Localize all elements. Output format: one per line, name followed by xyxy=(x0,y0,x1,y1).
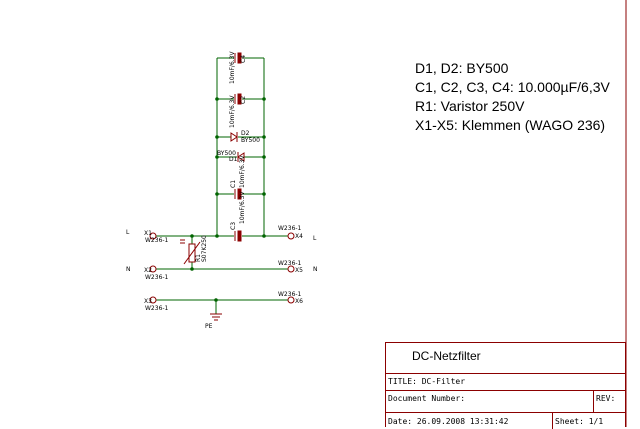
docnum-label: Document Number: xyxy=(388,394,466,403)
x2-name-label: X2 xyxy=(144,267,152,274)
note-terminals: X1-X5: Klemmen (WAGO 236) xyxy=(415,117,606,133)
c4-value-label: 10mF/6.3V xyxy=(229,51,236,84)
terminal-x5[interactable] xyxy=(287,265,295,273)
date-label: Date: 26.09.2008 13:31:42 xyxy=(388,417,509,426)
c1-name-label: C1 xyxy=(230,180,237,188)
r1-value-label: S07K250 xyxy=(201,235,208,262)
net-left-l: L xyxy=(126,229,130,236)
d1-name-label: D1 xyxy=(229,156,238,163)
docnum-row: Document Number: REV: xyxy=(386,390,625,413)
r1-name-label: R1 xyxy=(195,254,202,262)
net-left-n: N xyxy=(126,266,131,273)
x3-name-label: X3 xyxy=(144,298,152,305)
rev-label: REV: xyxy=(596,394,616,403)
d2-value-label: BY500 xyxy=(241,137,260,144)
pe-label: PE xyxy=(205,323,213,330)
terminal-x2[interactable] xyxy=(149,265,157,273)
ground-symbol-pe xyxy=(210,313,222,321)
d2-name-label: D2 xyxy=(241,130,250,137)
x1-type-label: W236-1 xyxy=(145,237,169,244)
title-row: TITLE: DC-Filter xyxy=(386,373,625,391)
junctions xyxy=(190,97,266,302)
varistor-r1[interactable] xyxy=(180,239,201,265)
wires xyxy=(156,57,288,314)
terminal-x4[interactable] xyxy=(287,232,295,240)
date-row: Date: 26.09.2008 13:31:42 Sheet: 1/1 xyxy=(386,412,625,429)
net-right-l: L xyxy=(313,235,317,242)
x1-name-label: X1 xyxy=(144,230,152,237)
drawing-title: DC-Netzfilter xyxy=(412,349,481,363)
d1-value-label: BY500 xyxy=(217,150,236,157)
c2-name-label: C2 xyxy=(240,96,247,104)
x2-type-label: W236-1 xyxy=(145,274,169,281)
c2-value-label: 10mF/6.3V xyxy=(229,95,236,128)
c3-name-label: C3 xyxy=(230,222,237,230)
c1-value-label: 10mF/6.3V xyxy=(239,155,246,188)
diode-d2[interactable] xyxy=(230,132,238,142)
c3-value-label: 10mF/6.3V xyxy=(239,191,246,224)
note-varistor: R1: Varistor 250V xyxy=(415,98,525,114)
x5-type-label: W236-1 xyxy=(278,260,302,267)
note-capacitors: C1, C2, C3, C4: 10.000µF/6,3V xyxy=(415,79,610,95)
x3-type-label: W236-1 xyxy=(145,305,169,312)
x5-name-label: X5 xyxy=(295,267,303,274)
title-block: DC-Netzfilter TITLE: DC-Filter Document … xyxy=(385,342,626,429)
sheet-label: Sheet: 1/1 xyxy=(555,417,604,426)
net-right-n: N xyxy=(313,266,318,273)
terminal-x1[interactable] xyxy=(149,232,157,240)
capacitor-c1[interactable] xyxy=(234,188,242,200)
x6-name-label: X6 xyxy=(295,298,303,305)
capacitor-c3[interactable] xyxy=(234,230,242,242)
note-diodes: D1, D2: BY500 xyxy=(415,60,509,76)
parts-notes: D1, D2: BY500 C1, C2, C3, C4: 10.000µF/6… xyxy=(415,59,610,135)
capacitor-c2[interactable] xyxy=(234,93,242,105)
diode-d1[interactable] xyxy=(237,152,245,162)
terminal-x6[interactable] xyxy=(287,296,295,304)
capacitor-c4[interactable] xyxy=(234,52,242,64)
x6-type-label: W236-1 xyxy=(278,291,302,298)
title-field: TITLE: DC-Filter xyxy=(388,377,466,386)
terminal-x3[interactable] xyxy=(149,296,157,304)
x4-type-label: W236-1 xyxy=(278,225,302,232)
x4-name-label: X4 xyxy=(295,233,303,240)
c4-name-label: C4 xyxy=(240,55,247,63)
